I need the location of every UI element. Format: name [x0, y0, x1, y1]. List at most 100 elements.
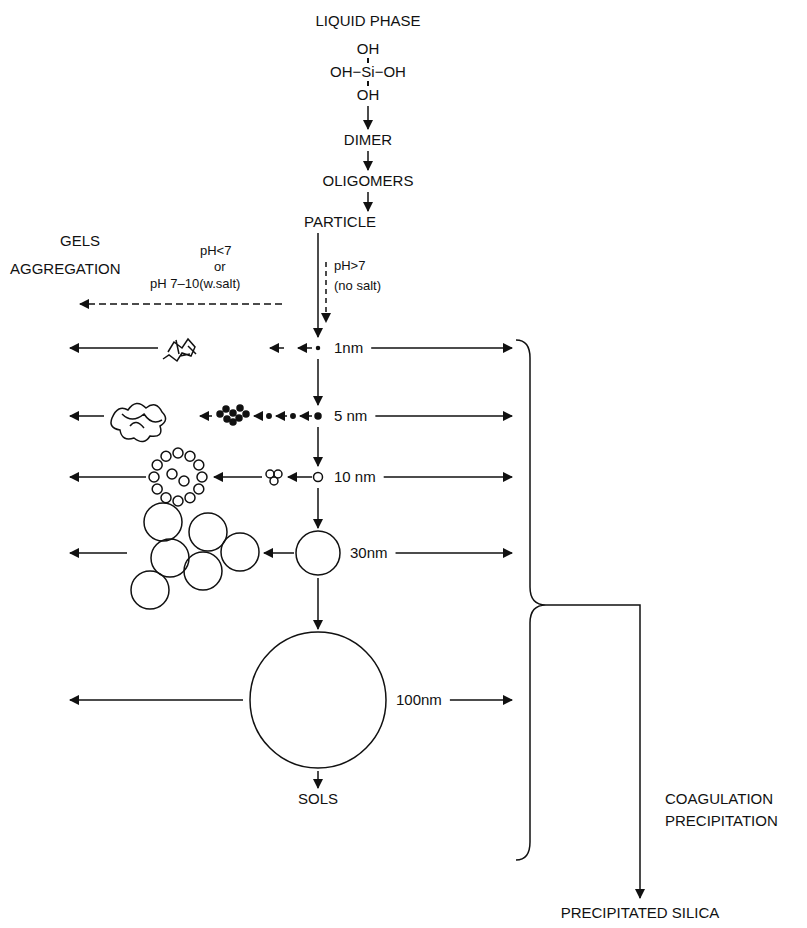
silicic-acid: OH OH−Si−OH OH: [330, 40, 406, 104]
node-text: OH: [357, 86, 380, 104]
particle-circle: [167, 469, 177, 479]
flow-arrow: [317, 488, 319, 528]
flow-arrow: [367, 151, 369, 170]
aggregation-arrow: [298, 347, 312, 349]
node-text: OH−Si−OH: [330, 63, 406, 81]
gel-network: [163, 339, 196, 361]
particle-circle: [131, 571, 169, 609]
node-text: OLIGOMERS: [323, 172, 414, 190]
particle-circle: [152, 460, 162, 470]
particle-dot: [291, 414, 295, 418]
size-label: 30nm: [350, 544, 388, 562]
bond-line: [367, 58, 369, 63]
particle-cluster: [217, 405, 249, 425]
particle-circle: [173, 496, 183, 506]
particle-circle: [161, 493, 171, 503]
stage-label: OLIGOMERS: [323, 172, 414, 190]
aggregation-arrow: [288, 476, 312, 478]
particle-circle: [161, 451, 171, 461]
flow-arrow: [317, 359, 319, 405]
aggregation-arrow: [70, 699, 243, 701]
annotation-label: AGGREGATION: [10, 260, 121, 278]
particle-shape: [312, 407, 324, 425]
flow-arrow: [317, 578, 319, 629]
particle-circle: [317, 347, 320, 350]
node-text: OH: [357, 40, 380, 58]
annotation-label: GELS: [60, 232, 100, 250]
particle-circle: [151, 539, 189, 577]
particle-size: 5 nm: [312, 407, 367, 425]
flow-arrow: [367, 192, 369, 211]
particle-circle: [152, 484, 162, 494]
particle-shape: [250, 631, 386, 769]
particle-circle: [173, 448, 183, 458]
aggregation-arrow: [70, 552, 127, 554]
stage-label: SOLS: [298, 790, 338, 808]
particle-size: 30nm: [296, 530, 388, 576]
coagulation-arrow: [396, 552, 512, 554]
output-arrow: [546, 605, 640, 898]
aggregation-arrow: [70, 415, 104, 417]
aggregation-arrow: [270, 347, 284, 349]
coagulation-arrow: [450, 699, 512, 701]
particle-shape: [312, 468, 324, 486]
aggregation-arrow: [200, 415, 212, 417]
gel-branch-arrow: [80, 303, 282, 305]
annotation-label: PRECIPITATED SILICA: [561, 904, 720, 922]
particle-circle: [189, 513, 227, 551]
annotation-label: pH>7: [334, 258, 365, 274]
aggregation-arrow: [70, 476, 146, 478]
node-text: DIMER: [344, 131, 392, 149]
particle-dot: [236, 415, 242, 421]
size-label: 1nm: [334, 339, 363, 357]
particle-circle: [185, 493, 195, 503]
sol-branch-arrow: [325, 262, 327, 322]
size-label: 5 nm: [334, 407, 367, 425]
annotation-label: PRECIPITATION: [665, 812, 778, 830]
annotation-label: pH 7–10(w.salt): [150, 276, 240, 292]
particle-dot: [243, 411, 249, 417]
particle-dot: [237, 405, 243, 411]
particle-circle: [197, 472, 207, 482]
flow-arrow: [317, 427, 319, 466]
aggregation-arrow: [70, 347, 158, 349]
particle-circle: [179, 476, 189, 486]
particle-size: 100nm: [250, 631, 442, 769]
bracket: [516, 340, 546, 860]
particle-dot: [224, 416, 230, 422]
bond-line: [367, 81, 369, 86]
particle-ring: [149, 448, 207, 506]
aggregation-arrow: [300, 415, 312, 417]
particle-circle: [144, 503, 182, 541]
particle-size: 1nm: [312, 339, 363, 357]
stage-label: DIMER: [344, 131, 392, 149]
annotation-label: LIQUID PHASE: [315, 12, 420, 30]
particle-circle: [194, 460, 204, 470]
gel-network: [111, 403, 166, 441]
particle-shape: [296, 530, 340, 576]
particle-circle: [315, 413, 321, 419]
particle-shape: [312, 339, 324, 357]
flow-arrow: [317, 771, 319, 788]
annotation-label: (no salt): [334, 278, 381, 294]
particle-dot: [230, 410, 236, 416]
particle-circle: [194, 484, 204, 494]
aggregation-arrow: [254, 415, 263, 417]
particle-circle: [185, 451, 195, 461]
particle-dot: [267, 414, 271, 418]
particle-circle: [149, 472, 159, 482]
particle-circle: [270, 477, 278, 485]
aggregation-arrow: [264, 552, 294, 554]
node-text: SOLS: [298, 790, 338, 808]
particle-dot: [223, 406, 229, 412]
coagulation-arrow: [371, 347, 512, 349]
coagulation-arrow: [375, 415, 512, 417]
annotation-label: pH<7: [200, 243, 231, 259]
size-label: 100nm: [396, 691, 442, 709]
size-label: 10 nm: [334, 468, 376, 486]
particle-chain: [131, 503, 259, 609]
particle-circle: [221, 533, 259, 571]
